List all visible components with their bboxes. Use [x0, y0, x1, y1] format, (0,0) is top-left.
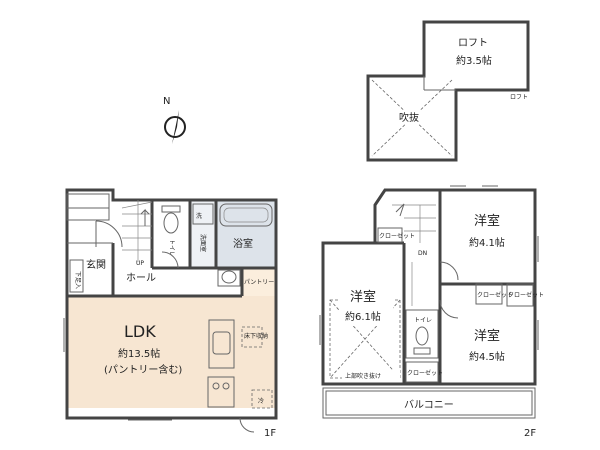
stairs-1f: [121, 200, 153, 262]
entrance-door-swing: [95, 220, 123, 248]
closet-c: [475, 283, 503, 305]
closet-c-label: クローゼット: [477, 291, 513, 299]
bath-label: 浴室: [233, 237, 253, 250]
washroom-floor: [190, 200, 216, 268]
washbasin: [221, 270, 237, 284]
toilet-1f-label: トイレ: [168, 239, 175, 257]
floor2-level-label: 2F: [524, 428, 536, 439]
floor1-level-label: 1F: [264, 428, 276, 439]
washer-label: 洗: [196, 212, 202, 220]
fridge-space: [251, 389, 273, 409]
kitchen-island: [208, 319, 235, 369]
stair-up-label: UP: [136, 260, 144, 267]
washbasin-counter: [217, 269, 241, 287]
toilet-2f-label: トイレ: [414, 317, 432, 324]
room-a-label-bg: [339, 286, 393, 326]
porch-step-2: [66, 207, 110, 221]
balcony-outline: [322, 387, 536, 419]
compass-ring: [164, 116, 186, 138]
room-a-area: 約6.1帖: [345, 310, 381, 323]
bathtub: [219, 203, 273, 227]
floor1-outer-wall: [65, 188, 278, 420]
loft-level-label: ロフト: [510, 94, 528, 101]
pantry-label: パントリー: [244, 279, 274, 286]
balcony-rail: [325, 390, 533, 416]
void-note-bg: [342, 370, 400, 380]
fridge-label: 冷: [258, 397, 264, 405]
shoe-storage: [69, 259, 84, 293]
shoe-storage-label: 下足入: [74, 271, 81, 289]
stairs-2f: [392, 203, 436, 243]
floor1-plan: 下足入 UP トイレ 洗 洗面室 浴室 パントリー 玄関 ホール: [63, 188, 278, 439]
kitchen-sink: [212, 331, 231, 355]
stove-burner-b: [222, 382, 230, 390]
room-b-area: 約4.1帖: [469, 236, 505, 249]
toilet-2f-tank: [413, 347, 431, 355]
ldk-side-door: [239, 417, 255, 433]
toilet-1f-bowl: [163, 212, 179, 234]
closet-a-label: クローゼット: [379, 232, 415, 240]
stair-dn-label: DN: [418, 250, 427, 257]
ldk-floor: [67, 296, 276, 408]
kitchen-counter: [207, 376, 235, 408]
closet-d: [506, 283, 534, 307]
void-note-label: 上部吹き抜け: [345, 372, 381, 380]
room-c-area: 約4.5帖: [469, 350, 505, 363]
balcony-floor: [323, 388, 535, 418]
loft-void-label: 吹抜: [399, 111, 419, 124]
toilet-2f-room: [405, 309, 439, 359]
loft-outline: [366, 20, 530, 162]
ldk-area: 約13.5帖: [118, 347, 160, 360]
floor-storage-label: 床下収納: [244, 332, 268, 340]
loft-room-area: 約3.5帖: [456, 54, 492, 67]
compass-needle: [172, 110, 179, 144]
loft-plan: 吹抜 ロフト 約3.5帖 ロフト: [366, 20, 530, 162]
loft-void-label-bg: [396, 110, 424, 124]
closet-b: [405, 361, 439, 383]
toilet-1f-door: [161, 251, 179, 269]
hall-label: ホール: [126, 272, 156, 284]
entrance-label: 玄関: [86, 258, 106, 271]
room-b-door: [439, 261, 459, 281]
compass: N: [163, 96, 186, 144]
bath-floor: [216, 200, 276, 268]
room-c-name: 洋室: [474, 328, 500, 344]
compass-north-label: N: [163, 96, 170, 107]
porch-step: [66, 193, 110, 209]
pantry-floor: [242, 268, 276, 296]
loft-room-floor: [424, 22, 528, 90]
closet-d-label: クローゼット: [508, 291, 544, 299]
floor2-outer-wall: [321, 188, 537, 386]
toilet-2f-bowl: [415, 326, 429, 346]
loft-room-name: ロフト: [458, 38, 488, 49]
washroom-label: 洗面室: [199, 234, 207, 252]
washing-machine-space: [192, 203, 214, 225]
closet-b-label: クローゼット: [407, 369, 443, 377]
balcony-label: バルコニー: [404, 399, 454, 411]
ldk-note: (パントリー含む): [104, 363, 182, 376]
ldk-name: LDK: [124, 322, 156, 341]
toilet-1f-tank: [161, 205, 181, 213]
floor2-plan: バルコニー DN クローゼット 洋室 約6.1帖 上部吹き抜け: [319, 185, 544, 439]
room-a-name: 洋室: [350, 289, 376, 305]
floor-storage-box: [241, 326, 263, 348]
bathtub-inner: [223, 207, 269, 223]
room-c-door: [439, 299, 459, 319]
room-b-name: 洋室: [474, 213, 500, 229]
closet-a: [377, 227, 403, 243]
stove-burner-a: [212, 382, 220, 390]
